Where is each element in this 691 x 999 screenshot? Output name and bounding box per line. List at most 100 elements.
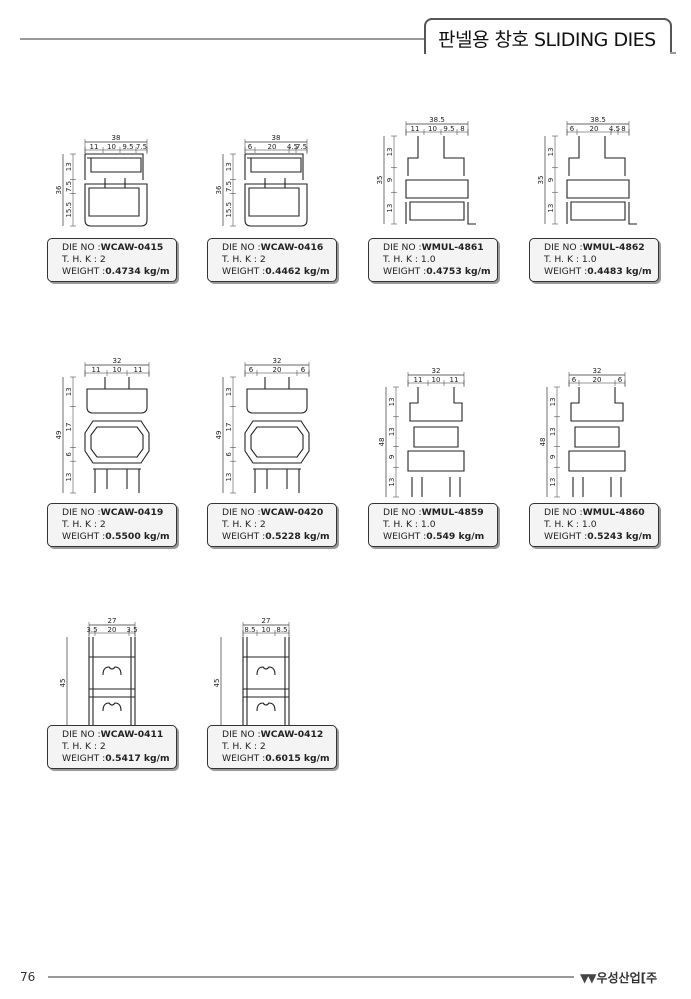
left-segment-label: 13 xyxy=(547,204,555,213)
weight-value: 0.549 kg/m xyxy=(426,531,485,542)
weight-label: WEIGHT : xyxy=(62,531,106,542)
thk-row: T. H. K : 2 xyxy=(62,741,176,753)
left-segment-label: 9 xyxy=(388,455,396,459)
segment-label: 3.5 xyxy=(126,626,137,634)
segment-label: 8 xyxy=(621,125,625,133)
left-segment-label: 13 xyxy=(547,147,555,156)
side-walls xyxy=(88,637,136,729)
thk-label: T. H. K : xyxy=(383,519,418,530)
left-segment-label: 13 xyxy=(65,387,73,396)
left-segment-label: 13 xyxy=(388,397,396,406)
left-segment-label: 13 xyxy=(65,162,73,171)
lower-chamber xyxy=(84,183,148,227)
die-no-row: DIE NO :WCAW-0416 xyxy=(222,242,336,254)
height-label: 36 xyxy=(55,185,63,194)
thk-value: 2 xyxy=(99,254,106,265)
die-no-row: DIE NO :WCAW-0411 xyxy=(62,729,176,741)
left-segment-label: 7.5 xyxy=(65,181,73,192)
company-logo: ▼▼우성산업[주 xyxy=(580,969,657,986)
cross-webs xyxy=(89,656,135,698)
width-label: 32 xyxy=(593,367,602,375)
upper-frame xyxy=(84,153,144,180)
thk-row: T. H. K : 2 xyxy=(62,519,176,531)
weight-row: WEIGHT :0.4734 kg/m xyxy=(62,266,176,278)
weight-label: WEIGHT : xyxy=(62,753,106,764)
segment-label: 6 xyxy=(249,366,254,374)
thk-value: 1.0 xyxy=(581,254,597,265)
bottom-legs xyxy=(572,477,622,497)
die-no-row: DIE NO :WMUL-4860 xyxy=(544,507,658,519)
height-label: 45 xyxy=(213,679,221,688)
segment-label: 11 xyxy=(90,143,99,151)
web-lines xyxy=(104,178,126,188)
die-no-row: DIE NO :WCAW-0420 xyxy=(222,507,336,519)
segment-label: 9.5 xyxy=(443,125,454,133)
thk-label: T. H. K : xyxy=(222,741,257,752)
upper-chamber xyxy=(87,157,142,173)
weight-label: WEIGHT : xyxy=(544,531,588,542)
height-label: 35 xyxy=(537,176,545,185)
weight-value: 0.5243 kg/m xyxy=(587,531,652,542)
lower-clip xyxy=(102,702,122,712)
left-segment-label: 13 xyxy=(549,427,557,436)
height-label: 35 xyxy=(376,176,384,185)
thk-value: 2 xyxy=(259,254,266,265)
left-segment-label: 13 xyxy=(386,147,394,156)
thk-value: 2 xyxy=(99,741,106,752)
segment-label: 3.5 xyxy=(86,626,97,634)
width-label: 38.5 xyxy=(590,116,606,124)
segment-label: 11 xyxy=(414,376,423,384)
thk-label: T. H. K : xyxy=(222,254,257,265)
die-no-label: DIE NO : xyxy=(383,242,422,253)
die-no-label: DIE NO : xyxy=(62,242,101,253)
middle-chamber xyxy=(405,179,469,199)
weight-value: 0.5417 kg/m xyxy=(105,753,170,764)
segment-label: 11 xyxy=(411,125,420,133)
width-label: 38 xyxy=(272,134,281,142)
left-segment-label: 9 xyxy=(386,178,394,182)
top-stems xyxy=(264,377,290,389)
die-no-row: DIE NO :WCAW-0419 xyxy=(62,507,176,519)
upper-clip xyxy=(256,666,276,676)
weight-value: 0.6015 kg/m xyxy=(265,753,330,764)
die-no-value: WCAW-0411 xyxy=(100,729,164,740)
die-no-value: WCAW-0416 xyxy=(260,242,324,253)
weight-label: WEIGHT : xyxy=(62,266,106,277)
lower-frame xyxy=(405,202,476,225)
width-label: 38 xyxy=(112,134,121,142)
thk-value: 2 xyxy=(259,519,266,530)
top-chamber xyxy=(409,387,463,422)
weight-value: 0.5228 kg/m xyxy=(265,531,330,542)
upper-clip xyxy=(102,666,122,676)
segment-label: 20 xyxy=(590,125,599,133)
weight-row: WEIGHT :0.549 kg/m xyxy=(383,531,497,543)
segment-label: 8.5 xyxy=(276,626,287,634)
weight-value: 0.4462 kg/m xyxy=(265,266,330,277)
die-no-row: DIE NO :WMUL-4862 xyxy=(544,242,658,254)
segment-label: 6 xyxy=(248,143,253,151)
die-no-value: WCAW-0420 xyxy=(260,507,324,518)
thk-row: T. H. K : 2 xyxy=(62,254,176,266)
left-segment-label: 9 xyxy=(549,455,557,459)
left-segment-label: 9 xyxy=(547,178,555,182)
left-segment-label: 6 xyxy=(225,452,233,457)
thk-value: 2 xyxy=(259,741,266,752)
weight-value: 0.5500 kg/m xyxy=(105,531,170,542)
weight-value: 0.4753 kg/m xyxy=(426,266,491,277)
segment-label: 8.5 xyxy=(244,626,255,634)
upper-chamber xyxy=(247,157,302,173)
weight-label: WEIGHT : xyxy=(383,266,427,277)
